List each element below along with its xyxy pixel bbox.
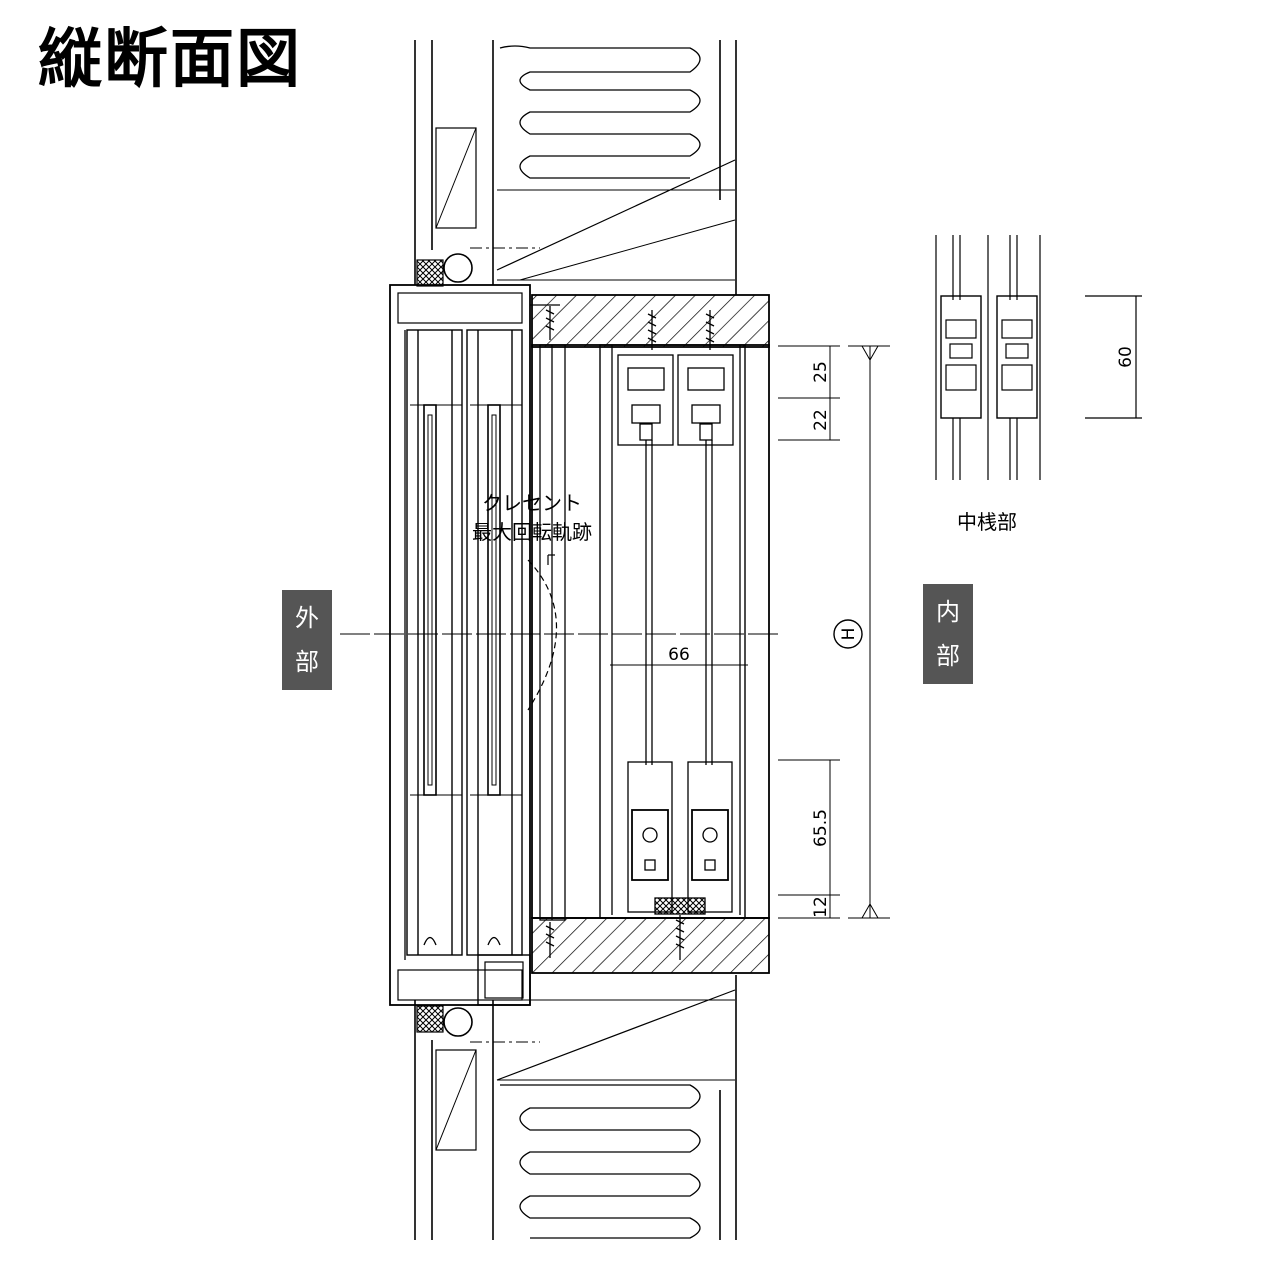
dim-height-symbol: H — [839, 628, 859, 641]
inner-sash-top — [611, 345, 741, 915]
screws — [545, 306, 715, 960]
interior-label-char: 内 — [936, 598, 960, 626]
inner-sash-bottom — [627, 761, 733, 915]
exterior-label-char: 外 — [295, 604, 319, 632]
annotation-line2: 最大回転軌跡 — [472, 520, 592, 544]
reveal-strip — [539, 344, 566, 921]
exterior-label-char: 部 — [295, 648, 319, 676]
crescent-arc — [527, 559, 558, 711]
detail-caption: 中桟部 — [957, 510, 1017, 534]
inner-frame — [599, 344, 746, 919]
dim-bottom-b: 12 — [811, 896, 831, 918]
head-wood — [531, 294, 770, 348]
wall-bottom — [414, 975, 737, 1240]
exterior-label: 外 部 — [282, 590, 332, 690]
mullion-detail — [935, 235, 1142, 480]
sill-wood — [531, 917, 770, 974]
interior-label-char: 部 — [936, 642, 960, 670]
interior-label: 内 部 — [923, 584, 973, 684]
dim-mullion: 60 — [1116, 346, 1136, 368]
outer-sash-2 — [466, 329, 523, 956]
height-symbol-circle — [833, 619, 863, 649]
dim-top-b: 22 — [811, 409, 831, 431]
dim-top-a: 25 — [811, 361, 831, 383]
dim-bottom-a: 65.5 — [811, 809, 831, 847]
wall-top — [414, 40, 737, 295]
dimension-lines — [610, 345, 890, 919]
outer-sash-1 — [406, 329, 463, 956]
dim-width: 66 — [668, 645, 690, 665]
page-title: 縦断面図 — [38, 23, 302, 97]
outer-frame — [389, 284, 560, 1006]
annotation-line1: クレセント — [482, 491, 582, 515]
